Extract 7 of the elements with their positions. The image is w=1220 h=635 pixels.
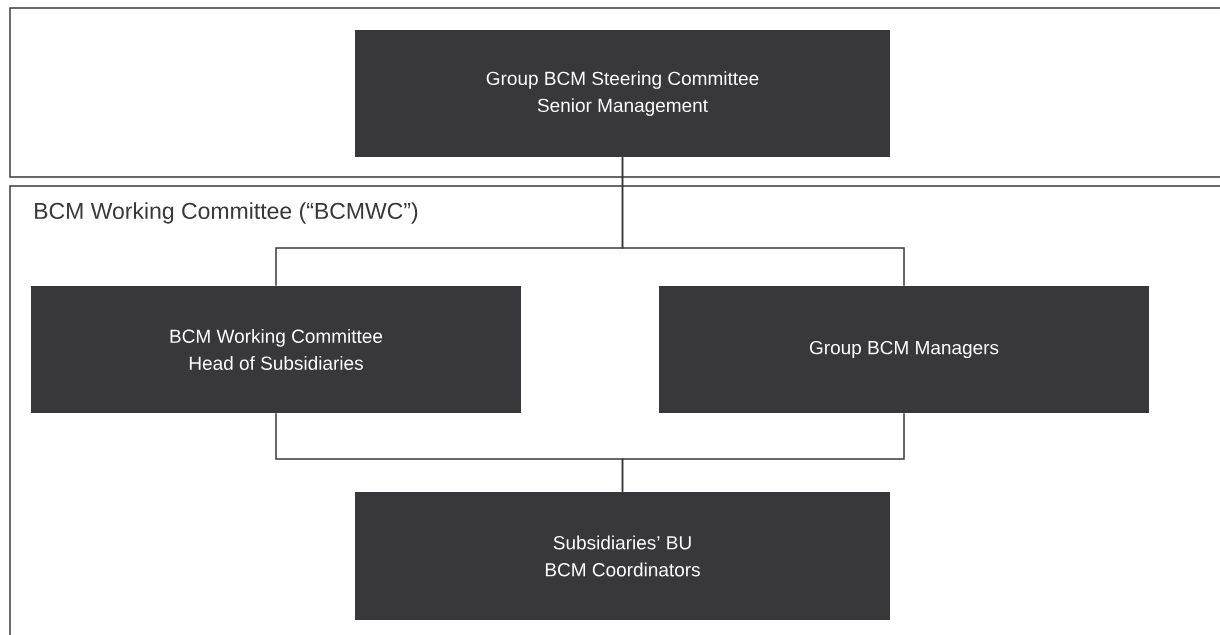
role-box: Group BCM Managers: [659, 286, 1149, 413]
role-box: BCM Working Committee Head of Subsidiaries: [31, 286, 521, 413]
group-frame: [9, 7, 1220, 178]
connector-line: [621, 156, 905, 287]
connector-line: [621, 412, 905, 493]
role-box: Group BCM Steering Committee Senior Management: [355, 30, 890, 157]
role-box: Subsidiaries’ BU BCM Coordinators: [355, 492, 890, 620]
